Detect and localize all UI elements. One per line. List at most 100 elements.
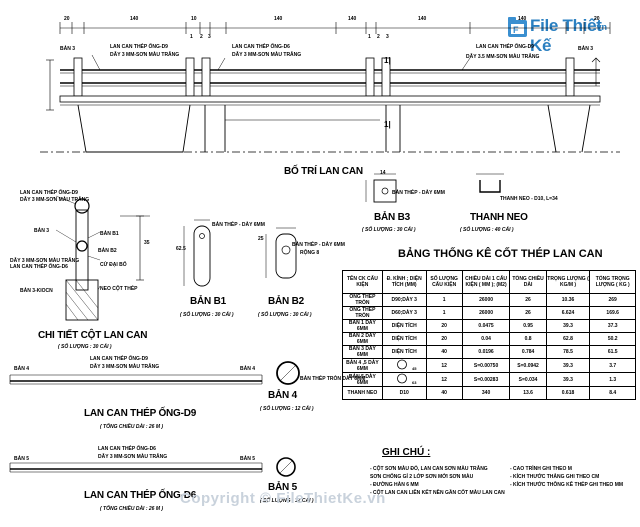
table-cell: 13.6	[509, 386, 547, 400]
table-cell: 61.5	[589, 345, 636, 359]
table-header: Đ. KÍNH ; DIỆN TÍCH (MM)	[381, 270, 427, 294]
rebar-statistics-table: TÊN CK CẤU KIỆN Đ. KÍNH ; DIỆN TÍCH (MM)…	[342, 270, 636, 400]
dim-index: 2	[377, 34, 380, 40]
plate-b1-note: BẢN THÉP - DÀY 6MM	[212, 222, 265, 228]
dim-label: 140	[130, 16, 139, 22]
col-label: BẢN 3	[34, 228, 50, 234]
plate-b2-note: BẢN THÉP - DÀY 6MM	[292, 242, 345, 248]
table-cell: 169.6	[589, 306, 636, 320]
ban4-title: BẢN 4	[268, 390, 298, 401]
elev-label-can-d9-left: LAN CAN THÉP ỐNG-D9	[110, 44, 168, 50]
table-cell: DIỆN TÍCH	[381, 345, 427, 359]
table-cell: 26	[509, 293, 547, 307]
pipe-d9-tube: LAN CAN THÉP ỐNG-D9	[90, 356, 148, 362]
neo-note: THANH NEO - D10, L=34	[500, 196, 558, 202]
note-line: - KÍCH THƯỚC THẲNG GHI THEO CM	[510, 474, 600, 480]
col-label: NEO CỘT THÉP	[100, 286, 138, 292]
col-label: DÂY 3 MM-SƠN MÀU TRẮNG	[10, 258, 80, 264]
dim-label: 140	[418, 16, 427, 22]
col-label: BẢN B1	[100, 231, 119, 237]
col-label: CỬ ĐẠI BỐ	[100, 262, 127, 268]
dim-label: 140	[274, 16, 283, 22]
note-line: SƠN CHỐNG GỈ 2 LỚP SƠN MỚI SƠN MÀU	[370, 474, 474, 480]
plate-b2-dim: 25	[258, 236, 264, 242]
ban4-note: BẢN THÉP TRÒN DÀY 6MM	[300, 376, 366, 382]
table-header: TÊN CK CẤU KIỆN	[342, 270, 383, 294]
pipe-d9-title: LAN CAN THÉP ỐNG-D9	[84, 408, 197, 419]
pipe-d6-right: BẢN 5	[240, 456, 256, 462]
table-cell: BẢN 2 DÀY 6MM	[342, 332, 383, 346]
table-cell: 3.7	[589, 358, 636, 373]
plate-b2-sub: ( SỐ LƯỢNG : 30 CÁI )	[258, 312, 312, 318]
table-cell-circle: 63	[381, 372, 427, 387]
table-cell: 20	[425, 332, 463, 346]
table-cell: ỐNG THÉP TRÒN	[342, 306, 383, 320]
table-cell: 62.8	[545, 332, 591, 346]
ban5-sub: ( SỐ LƯỢNG : 12 CÁI )	[260, 498, 314, 504]
circle-plate-icon	[397, 373, 407, 384]
note-line: - CỘT SƠN MÀU ĐỎ, LAN CAN SƠN MÀU TRẮNG	[370, 466, 488, 472]
table-cell: D90;DÀY 3	[381, 293, 427, 307]
svg-text:F: F	[513, 25, 519, 35]
section-mark: 1|	[384, 56, 391, 65]
table-header: TỔNG TRỌNG LƯỢNG ( KG )	[589, 270, 636, 294]
pipe-d6-paint: DÂY 3 MM-SƠN MÀU TRẮNG	[98, 454, 168, 460]
plate-b1-title: BẢN B1	[190, 296, 227, 307]
col-label: LAN CAN THÉP ỐNG-D6	[10, 264, 68, 270]
dim-label: 140	[518, 16, 527, 22]
dim-index: 3	[208, 34, 211, 40]
table-cell: 12	[425, 358, 463, 373]
pipe-d6-title: LAN CAN THÉP ỐNG-D6	[84, 490, 197, 501]
table-cell: 40	[425, 345, 463, 359]
plate-b2-note2: RỘNG 8	[300, 250, 320, 256]
table-cell: D10	[381, 386, 427, 400]
notes-title: GHI CHÚ :	[382, 447, 431, 458]
table-cell: DIỆN TÍCH	[381, 332, 427, 346]
column-detail-drawing	[55, 195, 150, 321]
pipe-d9-paint: DÂY 3 MM-SƠN MÀU TRẮNG	[90, 364, 160, 370]
logo-suffix: .vn	[594, 22, 608, 32]
table-cell: 26000	[461, 293, 511, 307]
note-line: - CỘT LAN CAN LIÊN KẾT NỀN GẦN CỐT MÀU L…	[370, 490, 505, 496]
table-cell: 6.624	[545, 306, 591, 320]
table-cell: 39.3	[545, 358, 591, 373]
elev-label-can-d6-mid: LAN CAN THÉP ỐNG-D6	[232, 44, 290, 50]
neo-sub: ( SỐ LƯỢNG : 40 CÁI )	[460, 227, 514, 233]
elev-label-paint-right: DÂY 3.5 MM-SƠN MÀU TRẮNG	[466, 54, 540, 60]
table-cell: THANH NEO	[342, 386, 383, 400]
plate-b1-b2-drawing	[183, 219, 297, 287]
pipe-d9-sub: ( TỔNG CHIỀU DÀI : 26 M )	[100, 424, 164, 430]
table-cell: BẢN 5 DÀY 6MM	[342, 372, 383, 387]
table-cell: 39.3	[545, 372, 591, 387]
dim-label: 10	[191, 16, 197, 22]
ban4-sub: ( SỐ LƯỢNG : 12 CÁI )	[260, 406, 314, 412]
plate-b3-sub: ( SỐ LƯỢNG : 30 CÁI )	[362, 227, 416, 233]
table-cell: 0.784	[509, 345, 547, 359]
section-mark-lower: 1|	[384, 120, 391, 129]
col-label: DÂY 3 MM-SƠN MÀU TRẮNG	[20, 197, 90, 203]
table-cell: 0.8	[509, 332, 547, 346]
plate-b3-dim: 14	[380, 170, 386, 176]
table-cell: 1	[425, 306, 463, 320]
table-cell: 0.0196	[461, 345, 511, 359]
table-cell: 10.36	[545, 293, 591, 307]
dim-index: 1	[190, 34, 193, 40]
elev-label-can-d9-right: LAN CAN THÉP ỐNG-D9	[476, 44, 534, 50]
pipes-drawing	[9, 361, 300, 477]
pipe-d6-left: BẢN 5	[14, 456, 30, 462]
table-cell: BẢN 1 DÀY 6MM	[342, 319, 383, 333]
elevation-title: BỐ TRÍ LAN CAN	[284, 166, 363, 177]
table-header: TRỌNG LƯỢNG ( KG/M )	[545, 270, 591, 294]
ban5-title: BẢN 5	[268, 482, 298, 493]
dim-index: 2	[200, 34, 203, 40]
note-line: - ĐƯỜNG HÀN 6 MM	[370, 482, 419, 488]
note-line: - KÍCH THƯỚC THÔNG KÊ THÉP GHI THEO MM	[510, 482, 624, 488]
table-cell: 40	[425, 386, 463, 400]
table-cell: 269	[589, 293, 636, 307]
